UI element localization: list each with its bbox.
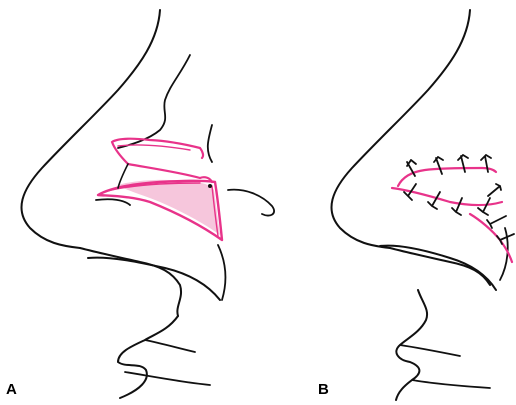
suture-2 (434, 157, 443, 174)
suture-7 (452, 198, 462, 215)
panel-a-nostril (88, 258, 220, 300)
panel-a-flap-pivot-point (208, 184, 212, 188)
suture-3 (458, 155, 468, 172)
panel-label-a: A (6, 382, 17, 397)
panel-b-nasal-profile (331, 10, 470, 248)
panel-a-cheek-contour-3 (228, 190, 274, 216)
panel-b-cheek-contour (500, 228, 508, 280)
panel-a-defect-area (118, 180, 220, 235)
panel-a-upper-lip (118, 316, 178, 398)
panel-a-cheek-lower (218, 245, 225, 300)
panel-b-nostril (380, 246, 496, 290)
suture-8 (478, 198, 490, 215)
panel-a-cheek-contour-1 (118, 55, 190, 148)
panel-a-flap-upper-inner (118, 145, 190, 150)
panel-b-lip-line (400, 345, 460, 356)
panel-a-nasal-profile (21, 10, 160, 248)
panel-a-cheek-contour-2 (208, 125, 212, 162)
suture-6 (428, 192, 440, 209)
suture-10 (487, 216, 506, 228)
panel-a-lip-line (145, 340, 195, 352)
panel-b-drawing (331, 10, 514, 400)
suture-11 (497, 234, 514, 244)
panel-label-b: B (318, 382, 329, 397)
panel-b-lower-lip (412, 380, 490, 388)
panel-a-drawing (21, 10, 274, 398)
panel-b-alar-rim (390, 248, 490, 285)
panel-a-alar-crease (96, 199, 130, 205)
suture-9 (488, 184, 501, 196)
panel-a-lower-lip (125, 372, 210, 385)
